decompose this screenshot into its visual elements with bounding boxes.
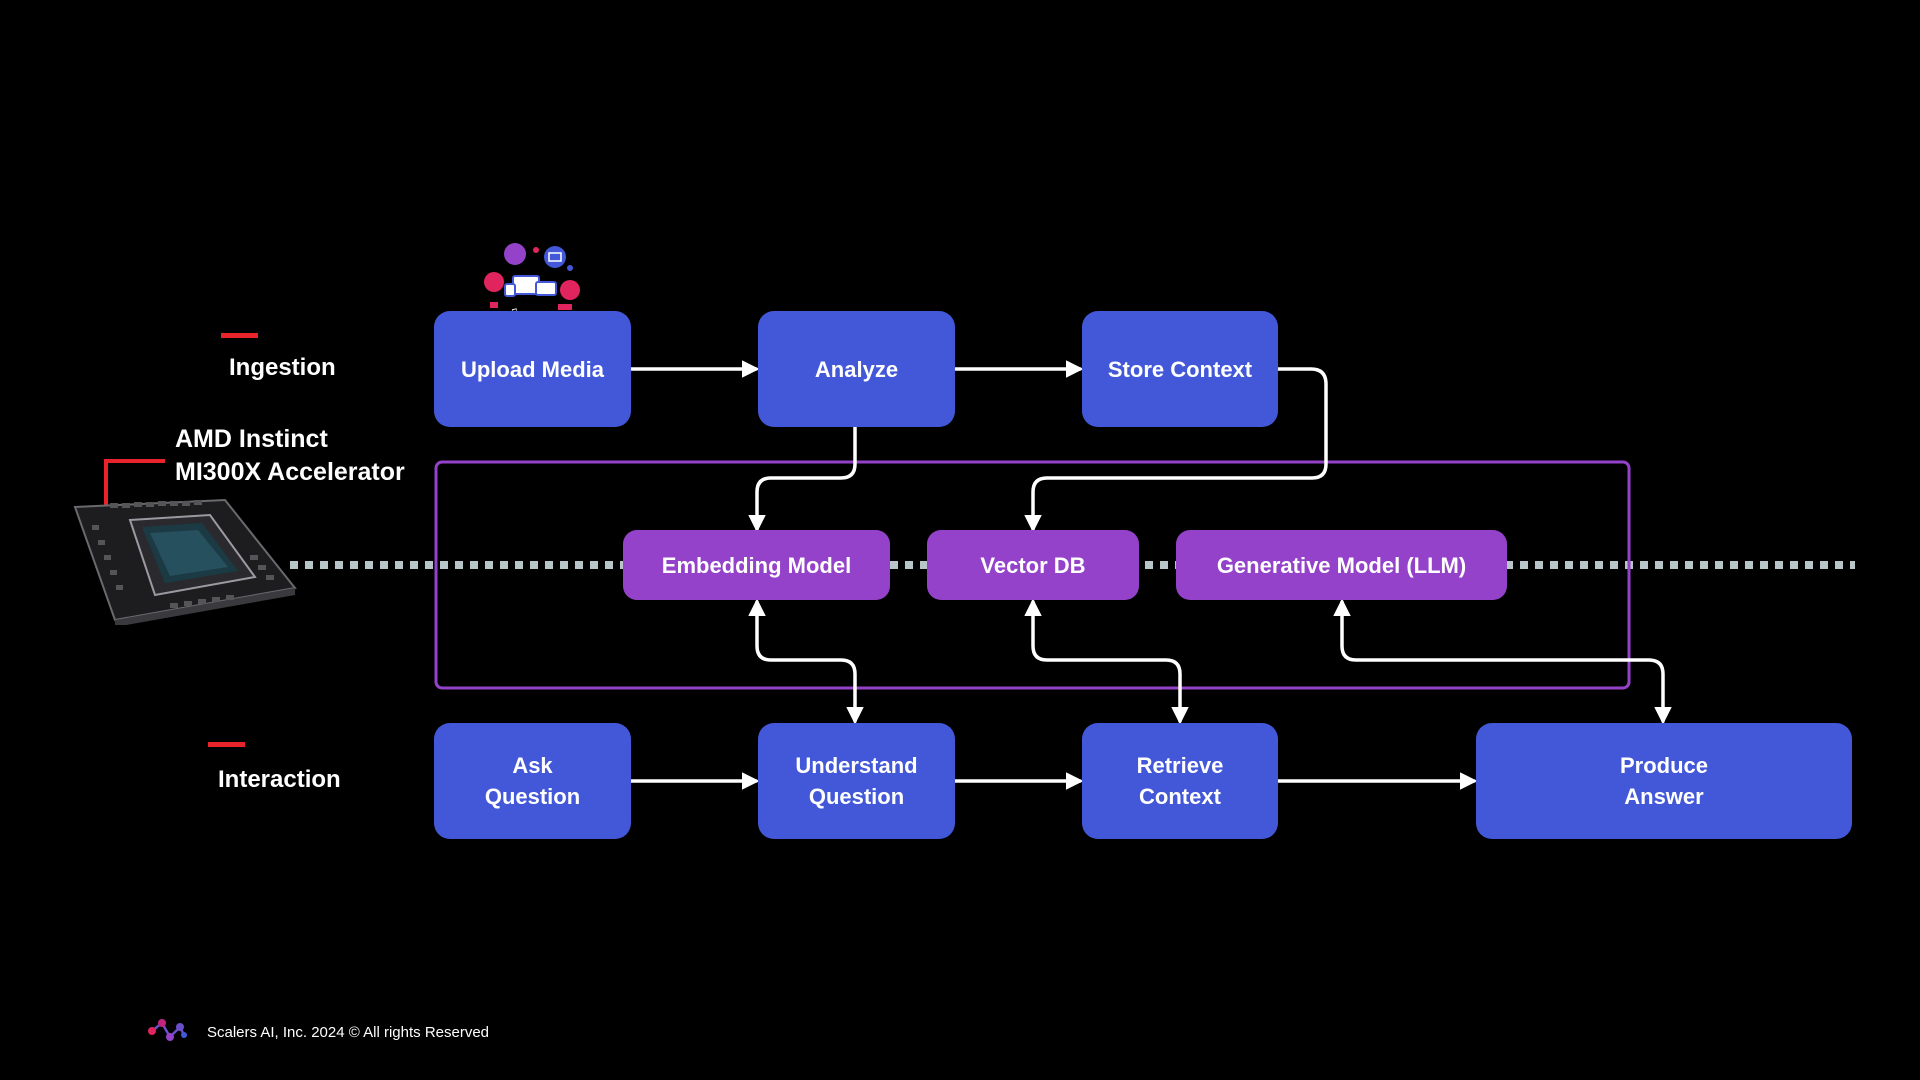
arrow-understand-embedding: [748, 598, 864, 725]
analyze-step[interactable]: Analyze: [758, 311, 955, 427]
embedding-model-label: Embedding Model: [661, 552, 852, 578]
generative-model-label: Generative Model (LLM): [1216, 552, 1467, 578]
store-context-label: Store Context: [1107, 356, 1253, 382]
interaction-marker: [208, 742, 245, 747]
accelerator-pointer-line: [104, 459, 165, 515]
arrow-answer-llm: [1333, 598, 1672, 725]
ask-question-label: Ask Question: [484, 753, 581, 809]
chat-icon: [484, 272, 504, 292]
gpu-accelerator-image: [73, 498, 297, 625]
video-icon: [504, 243, 526, 265]
arrow-retrieve-vectordb: [1024, 598, 1189, 725]
store-context-step[interactable]: Store Context: [1082, 311, 1278, 427]
accelerator-label: AMD Instinct MI300X Accelerator: [175, 423, 405, 489]
arrow-analyze-to-embedding: [748, 425, 857, 533]
embedding-model-node[interactable]: Embedding Model: [623, 530, 890, 600]
mail-icon: [544, 246, 566, 268]
understand-question-step[interactable]: Understand Question: [758, 723, 955, 839]
footer-copyright: Scalers AI, Inc. 2024 © All rights Reser…: [207, 1024, 490, 1041]
arrow-store-to-vectordb: [1024, 367, 1328, 533]
retrieve-context-label: Retrieve Context: [1136, 753, 1224, 809]
produce-answer-label: Produce Answer: [1619, 753, 1709, 809]
vector-db-node[interactable]: Vector DB: [927, 530, 1139, 600]
vector-db-label: Vector DB: [980, 552, 1086, 578]
accelerator-label-line2: MI300X Accelerator: [175, 458, 405, 486]
ingestion-marker: [221, 333, 258, 338]
interaction-label: Interaction: [218, 766, 341, 793]
retrieve-context-step[interactable]: Retrieve Context: [1082, 723, 1278, 839]
upload-media-step[interactable]: Upload Media: [434, 311, 631, 427]
image-icon: [560, 280, 580, 300]
ask-question-step[interactable]: Ask Question: [434, 723, 631, 839]
ingestion-label: Ingestion: [229, 354, 336, 381]
scalers-ai-logo: [148, 1019, 187, 1041]
upload-media-label: Upload Media: [460, 356, 604, 382]
generative-model-node[interactable]: Generative Model (LLM): [1176, 530, 1507, 600]
understand-question-label: Understand Question: [795, 753, 918, 809]
analyze-label: Analyze: [814, 356, 899, 382]
accelerator-label-line1: AMD Instinct: [175, 425, 328, 453]
produce-answer-step[interactable]: Produce Answer: [1476, 723, 1852, 839]
